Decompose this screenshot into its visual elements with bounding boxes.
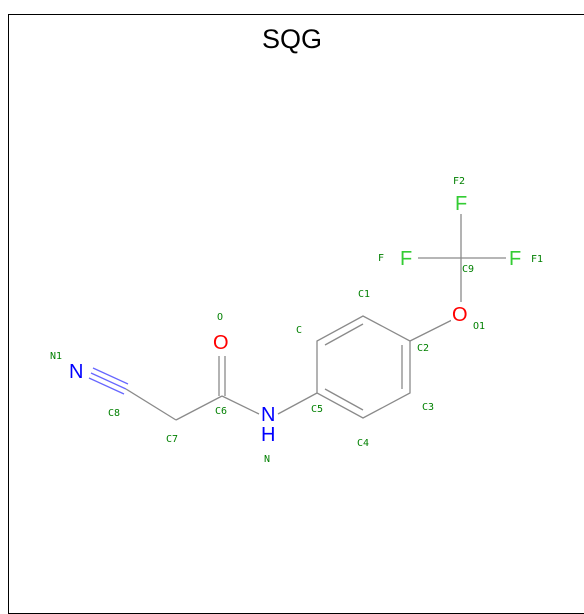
atom-n-amide: N	[261, 404, 275, 426]
atom-o-carbonyl: O	[213, 332, 229, 354]
atom-h-amide: H	[261, 424, 275, 446]
bond-n-c5	[277, 392, 318, 415]
label-n1: N1	[50, 351, 62, 362]
label-c3: C3	[422, 402, 434, 413]
label-o: O	[217, 312, 223, 323]
label-f2: F2	[453, 176, 465, 187]
label-f1: F1	[531, 254, 543, 265]
ring-inner-c4-c5	[324, 388, 364, 411]
atom-f-top: F	[455, 193, 467, 215]
molecule-diagram: N O N H O F F F N1 C8 C7 C6 O N C5 C C1 …	[50, 176, 543, 465]
label-n: N	[264, 454, 270, 465]
element-symbols: N O N H O F F F	[68, 193, 521, 446]
atom-f-left: F	[400, 248, 412, 270]
molecule-title: SQG	[261, 24, 322, 54]
ring-inner-c-c1	[324, 323, 364, 346]
bond-c7-c6	[175, 395, 223, 421]
diagram-frame	[8, 14, 584, 614]
bond-c2-o1	[409, 319, 453, 342]
bond-c8-c7	[125, 388, 177, 421]
atom-labels: N1 C8 C7 C6 O N C5 C C1 C2 C3 C4 O1 C9 F…	[50, 176, 543, 465]
label-c1: C1	[358, 289, 370, 300]
label-c5: C5	[311, 404, 323, 415]
bonds	[88, 214, 506, 421]
bond-n1-c8-a	[90, 372, 127, 390]
label-c: C	[296, 325, 302, 336]
label-c6: C6	[215, 406, 227, 417]
bond-c6-n	[221, 395, 260, 415]
label-o1: O1	[473, 321, 485, 332]
label-f: F	[378, 253, 384, 264]
atom-n-nitrile: N	[69, 361, 83, 383]
label-c8: C8	[108, 408, 120, 419]
benzene-ring	[316, 315, 411, 419]
bond-n1-c8-b	[92, 367, 129, 385]
bond-n1-c8-c	[88, 377, 125, 395]
label-c9: C9	[462, 264, 474, 275]
atom-o-ether: O	[452, 304, 468, 326]
atom-f-right: F	[509, 248, 521, 270]
label-c4: C4	[357, 438, 369, 449]
label-c7: C7	[166, 434, 178, 445]
label-c2: C2	[417, 343, 429, 354]
